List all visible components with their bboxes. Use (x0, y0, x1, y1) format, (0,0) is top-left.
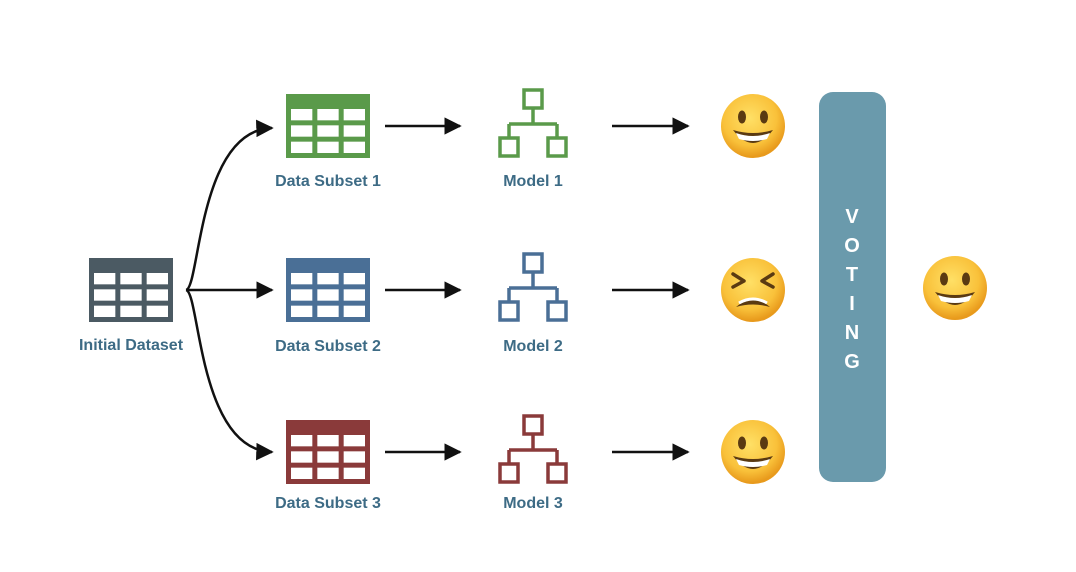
model-2-tree-icon (498, 252, 568, 322)
model-1-tree-icon (498, 88, 568, 158)
data-subset-3-table-icon (286, 420, 370, 484)
data-subset-1-label: Data Subset 1 (275, 173, 381, 190)
data-subset-1-table-icon (286, 94, 370, 158)
voting-letter: I (849, 293, 855, 315)
tired-face-icon (721, 258, 785, 322)
voting-letter: O (844, 235, 860, 257)
split-arrow-to-subset-3 (185, 288, 274, 461)
initial-dataset-label: Initial Dataset (79, 337, 184, 354)
voting-letter: V (845, 206, 859, 228)
initial-dataset-table-icon (89, 258, 173, 322)
voting-letter: G (844, 351, 860, 373)
model-1-label: Model 1 (503, 173, 563, 190)
data-subset-2-table-icon (286, 258, 370, 322)
pipeline-row-1: Data Subset 1 Model 1 (275, 88, 785, 190)
split-arrow-to-subset-1 (185, 119, 274, 292)
model-3-tree-icon (498, 414, 568, 484)
grinning-face-icon (721, 94, 785, 158)
voting-box (819, 92, 886, 482)
grinning-face-icon (923, 256, 987, 320)
voting-letter: N (845, 322, 859, 344)
voting-letter: T (846, 264, 858, 286)
pipeline-row-2: Data Subset 2 Model 2 (275, 252, 785, 355)
grinning-face-icon (721, 420, 785, 484)
model-3-label: Model 3 (503, 495, 563, 512)
data-subset-3-label: Data Subset 3 (275, 495, 381, 512)
pipeline-row-3: Data Subset 3 Model 3 (275, 414, 785, 512)
split-arrows (185, 119, 274, 461)
model-2-label: Model 2 (503, 338, 563, 355)
data-subset-2-label: Data Subset 2 (275, 338, 381, 355)
